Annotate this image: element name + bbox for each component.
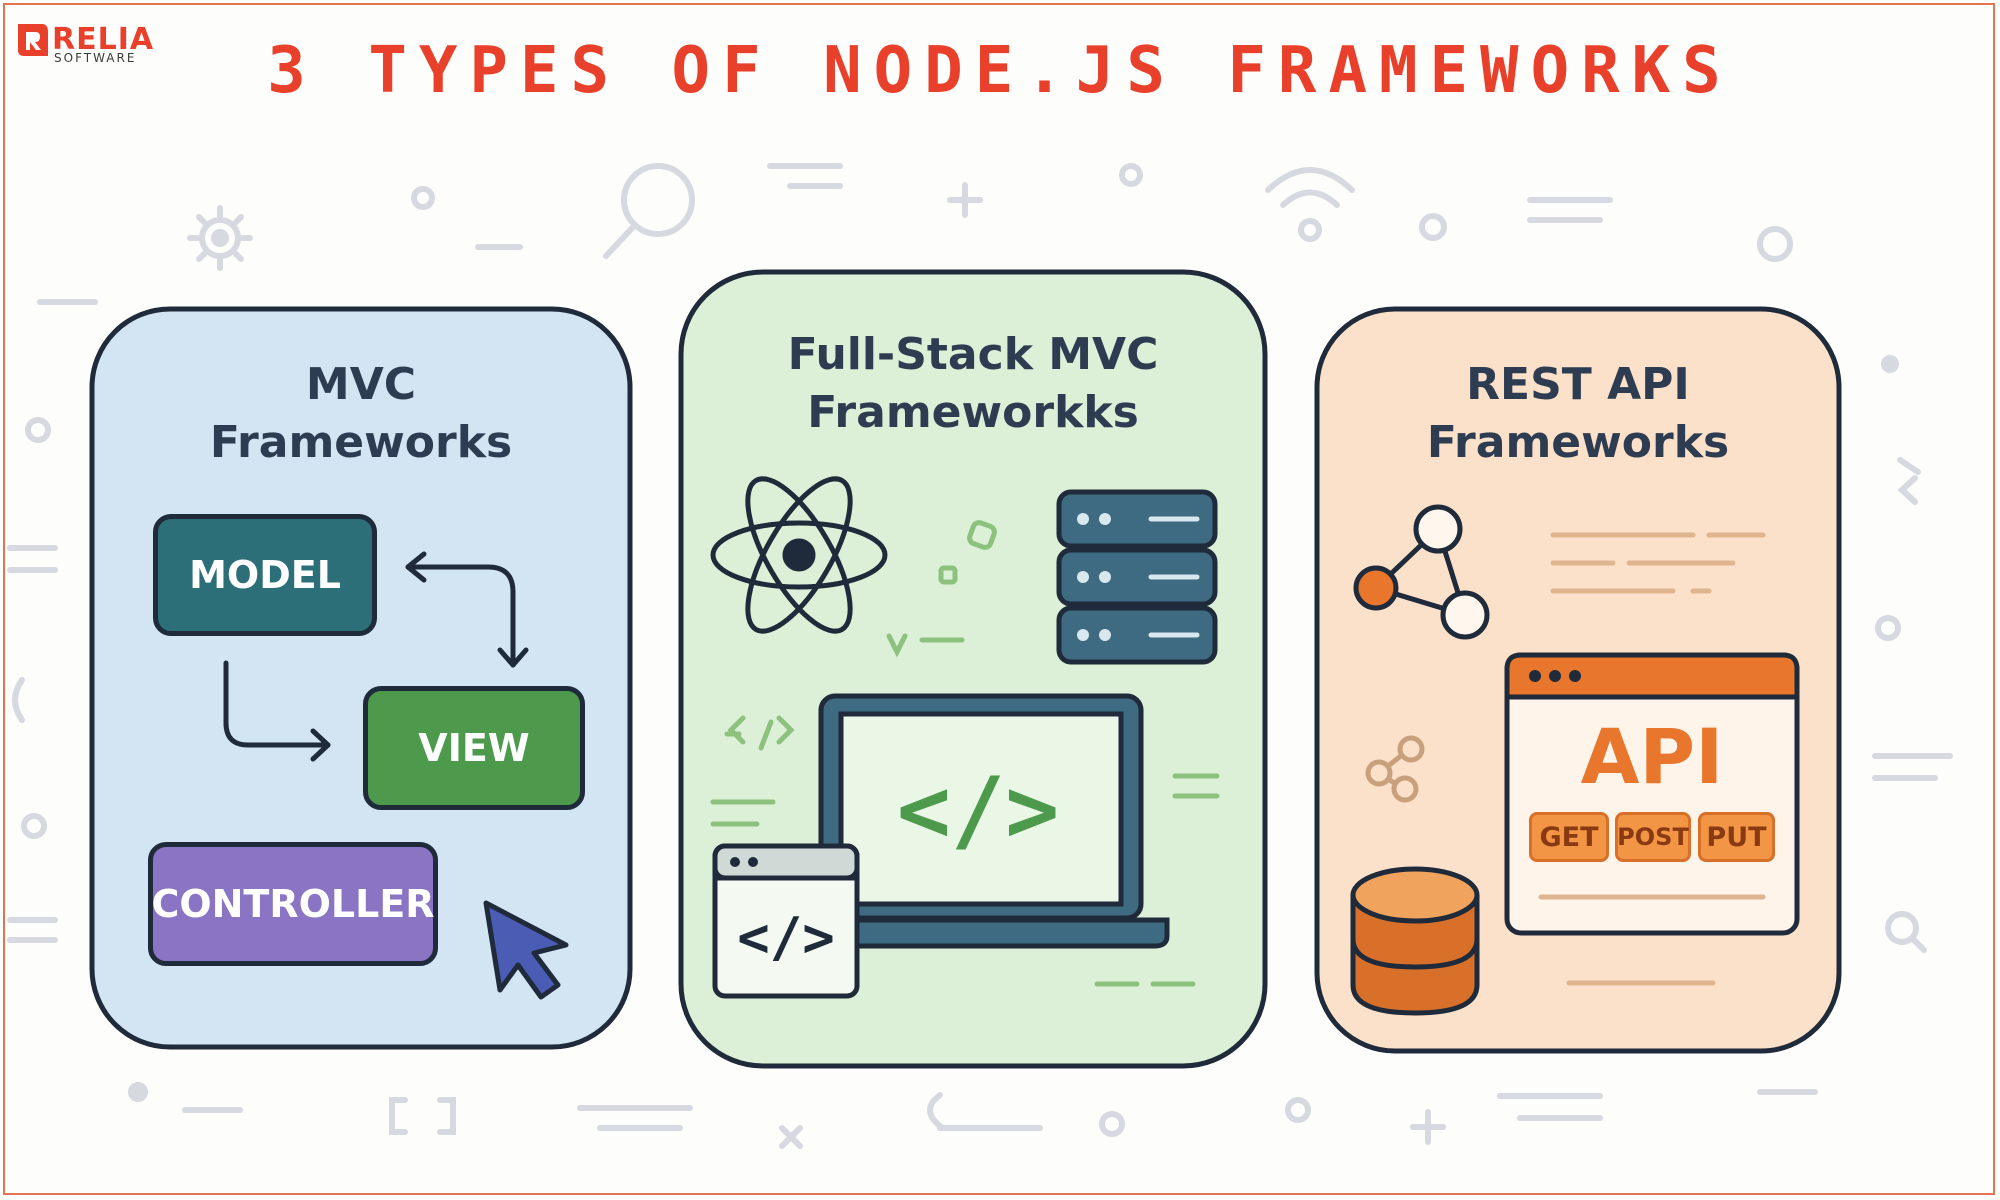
card-fullstack-title-line2: Frameworkks [807,387,1139,438]
api-window-icon [1504,652,1800,936]
page-title: 3 TYPES OF NODE.JS FRAMEWORKS [267,34,1733,108]
controller-box: CONTROLLER [148,842,438,966]
api-label: API [1580,712,1724,801]
network-graph-icon [1353,504,1490,640]
arrow-model-to-view-lower [223,660,331,748]
view-box: VIEW [363,686,585,810]
model-box: MODEL [153,514,377,636]
card-fullstack-title: Full-Stack MVC Frameworkks [677,326,1269,442]
server-stack-icon [1056,489,1218,665]
laptop-icon [778,693,1170,949]
browser-code-glyph: </> [737,906,835,969]
browser-window-icon [712,843,860,999]
cursor-icon [483,900,569,1000]
fullstack-illustrations [710,476,1220,999]
gear-icon [187,205,253,271]
card-mvc-title-line1: MVC [305,359,417,410]
database-icon [1350,866,1480,1016]
laptop-code-glyph: </> [896,758,1060,863]
magnifier-icon [603,163,695,259]
brand-name: RELIA [52,22,155,57]
relia-logo-icon [18,24,48,56]
search-icon-small [1885,911,1927,953]
share-icon [1365,735,1425,803]
card-mvc-title-line2: Frameworks [209,417,513,468]
arrow-model-to-view [405,564,516,668]
mvc-flow-arrows [223,551,569,1000]
get-badge: GET [1529,812,1609,862]
post-badge: POST [1615,812,1691,862]
card-rest-title-line1: REST API [1466,359,1690,410]
put-badge: PUT [1698,812,1775,862]
card-rest-title-line2: Frameworks [1426,417,1730,468]
wifi-icon [1265,167,1355,242]
card-rest-title: REST API Frameworks [1313,356,1843,472]
card-fullstack-title-line1: Full-Stack MVC [787,329,1159,380]
brand-tagline: SOFTWARE [54,51,137,65]
react-atom-icon [710,476,888,634]
card-mvc-title: MVC Frameworks [88,356,634,472]
rest-illustrations [1350,504,1800,1016]
page-border [3,3,1995,1195]
